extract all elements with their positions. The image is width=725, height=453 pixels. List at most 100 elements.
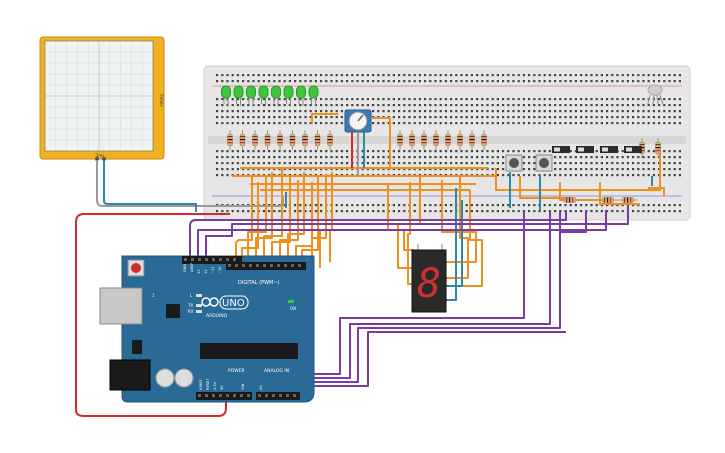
breadboard-hole — [340, 156, 343, 159]
breadboard-hole — [564, 204, 567, 207]
pin-label-10: ~10 — [218, 266, 222, 274]
resistor-band — [397, 142, 403, 144]
breadboard-hole — [294, 104, 297, 107]
dc-jack[interactable] — [109, 359, 151, 391]
resistor-band — [433, 142, 439, 144]
breadboard-hole — [548, 98, 551, 101]
breadboard-hole — [387, 74, 390, 77]
breadboard-hole — [621, 110, 624, 113]
pin-label-3v3: 3.3V — [213, 381, 217, 390]
breadboard-hole — [413, 80, 416, 83]
breadboard-hole — [507, 74, 510, 77]
breadboard-hole — [663, 174, 666, 177]
breadboard-hole — [236, 210, 239, 213]
breadboard-hole — [673, 204, 676, 207]
breadboard-hole — [392, 122, 395, 125]
breadboard-hole — [304, 104, 307, 107]
breadboard-hole — [413, 150, 416, 153]
microcontroller-chip — [200, 343, 298, 359]
rgb-led[interactable] — [647, 84, 664, 105]
breadboard-hole — [408, 104, 411, 107]
usb-connector[interactable] — [99, 287, 143, 325]
breadboard-hole — [585, 156, 588, 159]
breadboard-hole — [273, 162, 276, 165]
breadboard-hole — [460, 168, 463, 171]
push-button[interactable] — [535, 154, 553, 172]
breadboard-hole — [330, 110, 333, 113]
breadboard-hole — [533, 162, 536, 165]
breadboard-hole — [559, 104, 562, 107]
push-button[interactable] — [505, 154, 523, 172]
resistor-band — [433, 139, 439, 141]
breadboard-hole — [626, 104, 629, 107]
breadboard-hole — [361, 210, 364, 213]
breadboard-hole — [320, 150, 323, 153]
breadboard-hole — [231, 110, 234, 113]
breadboard-hole — [663, 110, 666, 113]
breadboard-hole — [496, 174, 499, 177]
breadboard-hole — [325, 74, 328, 77]
breadboard-hole — [486, 80, 489, 83]
breadboard-hole — [392, 204, 395, 207]
pin-label-gnd: GND — [183, 264, 187, 272]
breadboard-hole — [346, 168, 349, 171]
oscilloscope[interactable]: 5V/div 1ms — [39, 36, 165, 161]
breadboard-hole — [434, 168, 437, 171]
breadboard-hole — [299, 110, 302, 113]
breadboard-hole — [502, 210, 505, 213]
breadboard-hole — [439, 110, 442, 113]
breadboard-hole — [294, 168, 297, 171]
breadboard-hole — [559, 116, 562, 119]
breadboard-hole — [262, 110, 265, 113]
breadboard-hole — [398, 156, 401, 159]
breadboard-hole — [606, 168, 609, 171]
breadboard-hole — [533, 210, 536, 213]
breadboard-hole — [637, 204, 640, 207]
breadboard-hole — [366, 162, 369, 165]
breadboard-hole — [621, 204, 624, 207]
breadboard-hole — [455, 168, 458, 171]
board-led — [196, 294, 202, 297]
breadboard-hole — [304, 162, 307, 165]
breadboard-hole — [283, 104, 286, 107]
power-analog-header[interactable] — [196, 392, 300, 400]
breadboard-hole — [273, 104, 276, 107]
breadboard-hole — [294, 116, 297, 119]
breadboard-hole — [439, 204, 442, 207]
breadboard-hole — [408, 98, 411, 101]
breadboard-hole — [512, 116, 515, 119]
potentiometer[interactable] — [344, 109, 372, 176]
breadboard-hole — [678, 156, 681, 159]
header-pin — [198, 258, 201, 261]
breadboard-hole — [361, 104, 364, 107]
breadboard-hole — [418, 150, 421, 153]
breadboard-hole — [663, 210, 666, 213]
breadboard-hole — [647, 80, 650, 83]
breadboard-hole — [299, 210, 302, 213]
breadboard-hole — [226, 210, 229, 213]
breadboard-hole — [314, 204, 317, 207]
breadboard-hole — [522, 122, 525, 125]
breadboard-hole — [231, 104, 234, 107]
wires — [75, 113, 665, 417]
breadboard-hole — [554, 104, 557, 107]
seven-segment-display[interactable]: 8 — [411, 244, 447, 313]
breadboard-hole — [429, 80, 432, 83]
breadboard-hole — [257, 162, 260, 165]
breadboard-hole — [377, 110, 380, 113]
arduino-uno-board[interactable]: DIGITAL (PWM~) UNO ARDUINO TX RX L ON 1 … — [99, 255, 315, 403]
breadboard-hole — [621, 116, 624, 119]
breadboard-hole — [278, 116, 281, 119]
breadboard-hole — [424, 80, 427, 83]
breadboard-hole — [320, 116, 323, 119]
breadboard-hole — [517, 122, 520, 125]
breadboard-hole — [564, 104, 567, 107]
digital-header[interactable] — [182, 256, 306, 313]
breadboard-hole — [366, 210, 369, 213]
breadboard-hole — [377, 122, 380, 125]
breadboard-hole — [611, 74, 614, 77]
resistor-group — [227, 130, 661, 203]
resistor-band — [572, 197, 574, 203]
breadboard-hole — [486, 210, 489, 213]
